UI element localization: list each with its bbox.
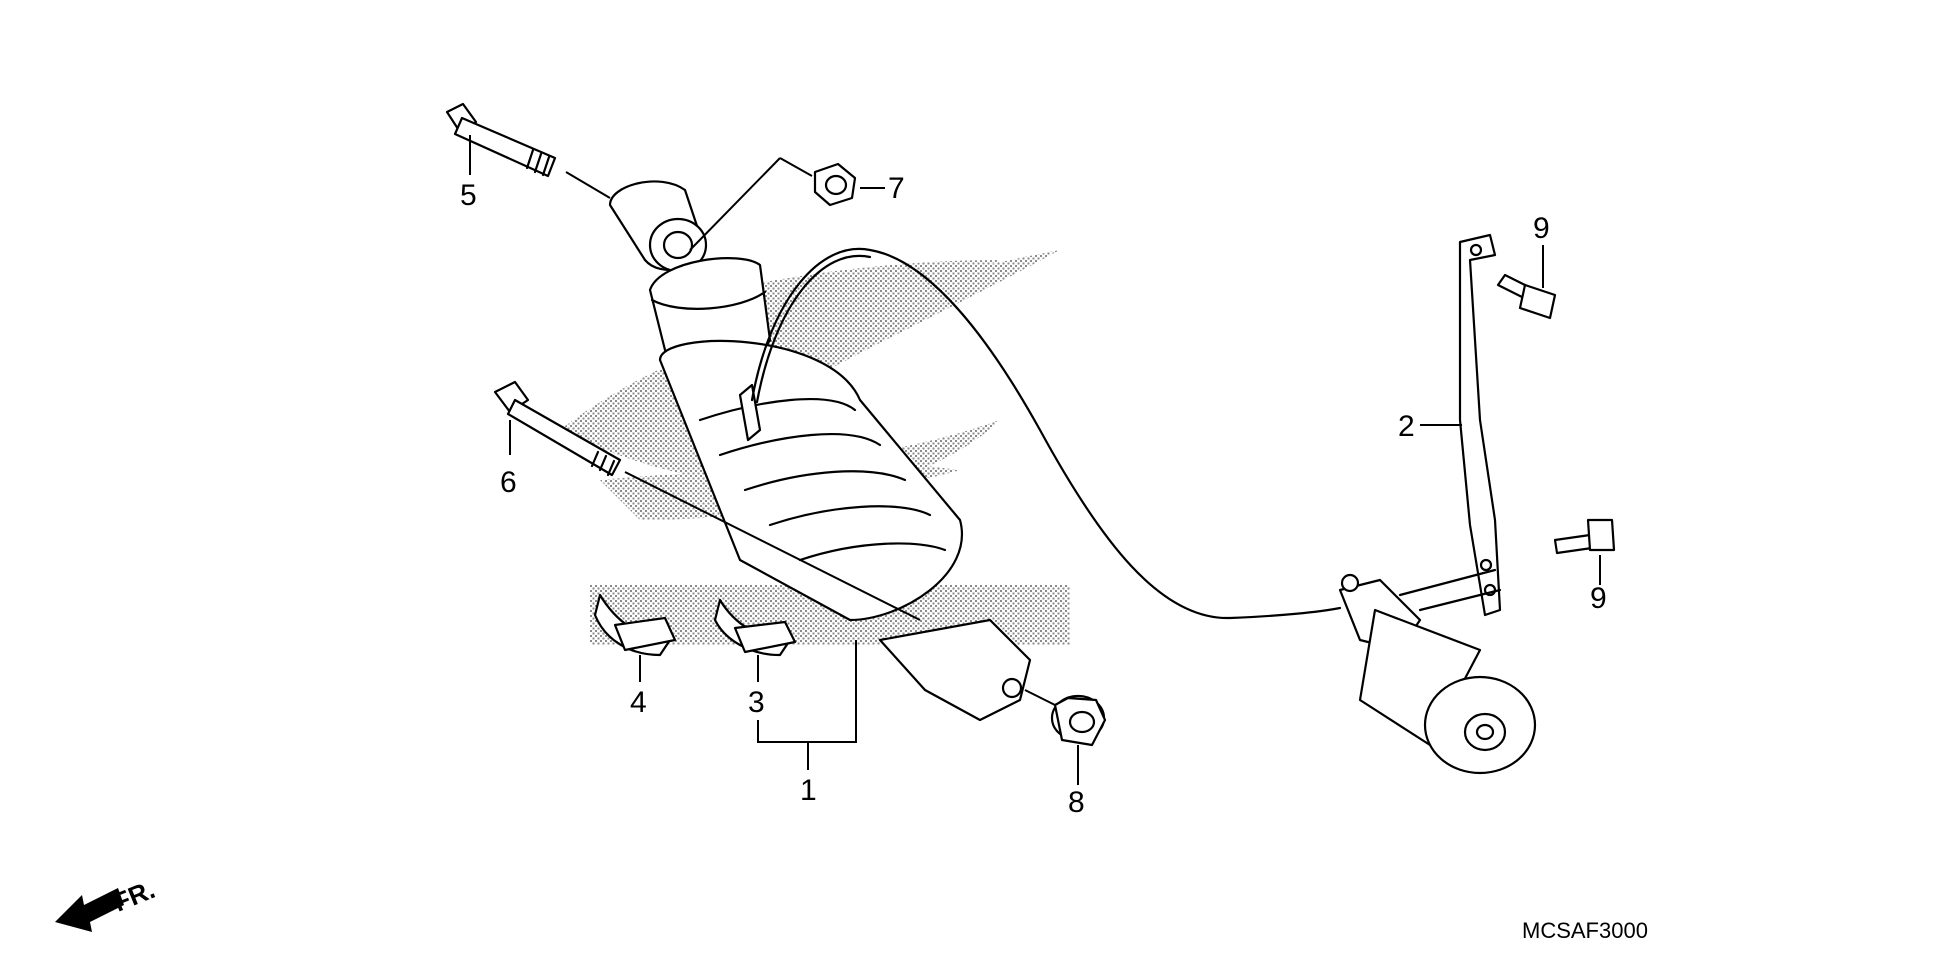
- diagram-code: MCSAF3000: [1522, 918, 1648, 943]
- spring-seat-4[interactable]: [593, 593, 677, 657]
- callout-1: 1: [800, 774, 817, 807]
- front-direction-arrow: FR.: [55, 874, 159, 932]
- callout-5: 5: [460, 179, 477, 212]
- rear-shock-absorber[interactable]: [608, 180, 1032, 722]
- leader-8-pointer: [1024, 689, 1056, 706]
- spring-seat-3[interactable]: [713, 598, 797, 657]
- callout-7: 7: [888, 172, 905, 205]
- callout-4: 4: [630, 686, 647, 719]
- callout-3: 3: [748, 686, 765, 719]
- callout-6: 6: [500, 466, 517, 499]
- upper-mount-bolt[interactable]: [445, 102, 611, 199]
- callout-9b: 9: [1590, 582, 1607, 615]
- bracket-bolt-lower[interactable]: [1553, 518, 1616, 555]
- callout-9a: 9: [1533, 212, 1550, 245]
- preload-hose: [750, 247, 1342, 620]
- front-direction-label: FR.: [109, 874, 159, 918]
- lower-nut[interactable]: [1050, 694, 1107, 747]
- upper-nut[interactable]: [813, 162, 857, 207]
- callout-8: 8: [1068, 786, 1085, 819]
- lower-mount-bolt[interactable]: [493, 380, 921, 621]
- leader-7-bracket: [689, 157, 813, 251]
- adjuster-bracket[interactable]: [1398, 233, 1502, 617]
- leader-1-group: [757, 640, 857, 770]
- bracket-bolt-upper[interactable]: [1496, 273, 1557, 320]
- preload-adjuster[interactable]: [1338, 573, 1537, 775]
- callout-2: 2: [1398, 410, 1415, 443]
